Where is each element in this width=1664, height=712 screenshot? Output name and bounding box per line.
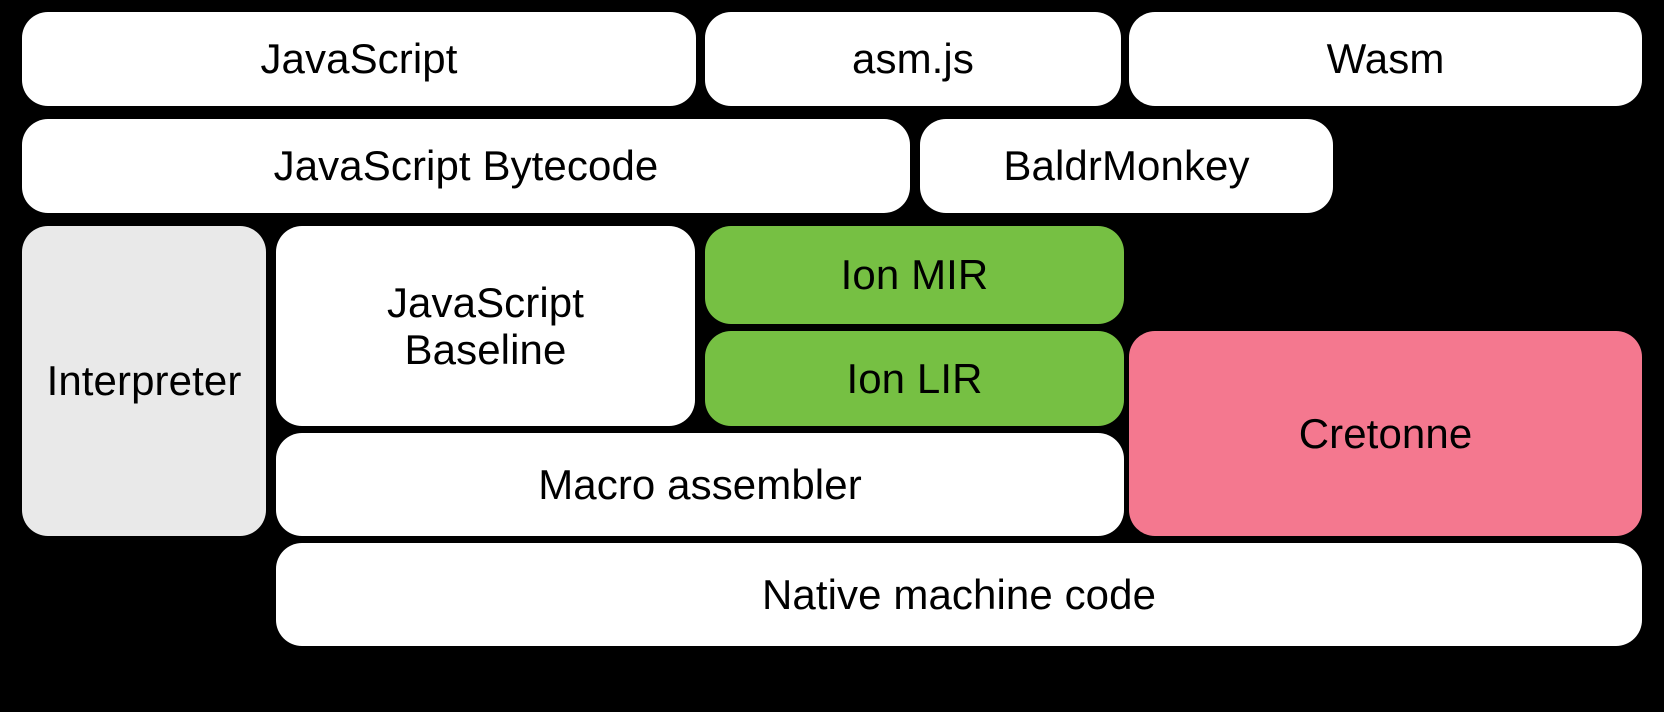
node-macro-assembler: Macro assembler <box>276 433 1124 536</box>
node-javascript-baseline: JavaScript Baseline <box>276 226 695 426</box>
node-ion-lir: Ion LIR <box>705 331 1124 426</box>
node-ion-mir: Ion MIR <box>705 226 1124 324</box>
node-javascript: JavaScript <box>22 12 696 106</box>
node-wasm: Wasm <box>1129 12 1642 106</box>
node-native-machine-code: Native machine code <box>276 543 1642 646</box>
node-javascript-bytecode: JavaScript Bytecode <box>22 119 910 213</box>
node-cretonne: Cretonne <box>1129 331 1642 536</box>
node-baldrmonkey: BaldrMonkey <box>920 119 1333 213</box>
node-interpreter: Interpreter <box>22 226 266 536</box>
node-asm-js: asm.js <box>705 12 1121 106</box>
